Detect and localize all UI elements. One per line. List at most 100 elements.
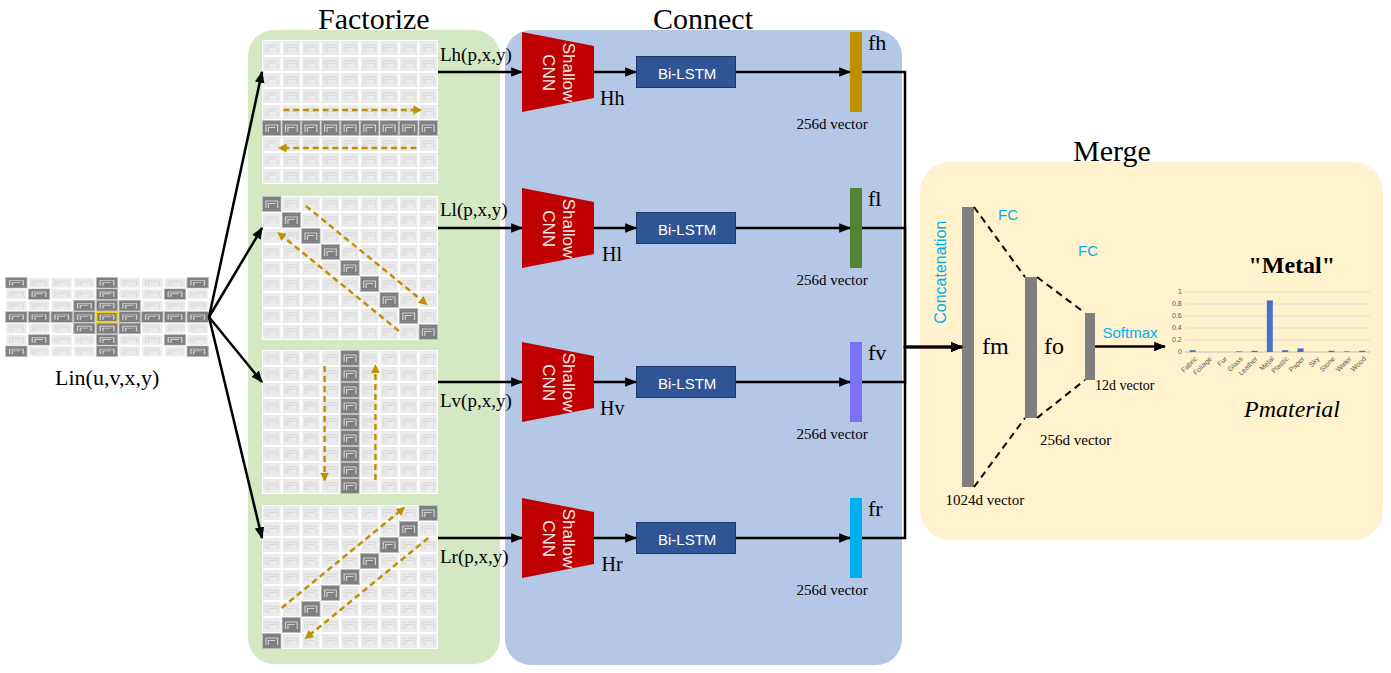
axis-tick: 1 [1178, 288, 1182, 296]
flow-arrow [736, 72, 850, 73]
axis-tick: 0.4 [1172, 324, 1182, 332]
merge-line [862, 347, 962, 538]
flow-arrow [594, 72, 636, 73]
vector-name: fv [868, 340, 886, 365]
vector-size: 1024d vector [946, 492, 1025, 509]
axis-category: Stone [1319, 355, 1338, 374]
lstm-box: Bi-LSTM [636, 56, 736, 88]
diagonal-slice [262, 196, 438, 340]
cnn-label: Shallow CNN [538, 342, 577, 422]
vector-size: 256d vector [797, 116, 868, 133]
lstm-label: Bi-LSTM [658, 375, 716, 392]
lstm-label: Bi-LSTM [658, 531, 716, 548]
feature-vector: fo256d vector [1022, 272, 1142, 457]
flow-arrow [438, 228, 522, 229]
flow-arrow [1095, 346, 1165, 347]
flow-arrow [209, 72, 262, 317]
vector-size: 12d vector [1095, 378, 1154, 394]
edge-label: Hh [600, 87, 624, 110]
vector-name: fm [982, 333, 1009, 361]
vector-bar [850, 188, 862, 268]
input-light-field: Lin(u,v,x,y) [5, 277, 209, 357]
axis-category: Paper [1287, 355, 1306, 374]
connector-line [862, 72, 962, 347]
cnn-block: Shallow CNN [522, 32, 594, 112]
vector-name: fh [868, 30, 886, 55]
slice-label: Lr(p,x,y) [440, 546, 509, 568]
stage-panel: ConnectShallow CNNShallow CNNShallow CNN… [505, 30, 902, 665]
connector-line [438, 381, 522, 384]
feature-vector: fv 256d vector [780, 342, 900, 444]
feature-vector: fr 256d vector [780, 498, 900, 600]
slice-label: Lh(p,x,y) [440, 44, 512, 66]
lstm-box: Bi-LSTM [636, 366, 736, 398]
flow-arrow [438, 72, 522, 73]
connector-line [974, 418, 1025, 487]
vector-size: 256d vector [797, 272, 868, 289]
axis-tick: 0.6 [1172, 312, 1182, 320]
flow-arrow [438, 538, 522, 539]
vector-bar [850, 498, 862, 578]
panel-heading: Merge [1073, 134, 1151, 169]
vector-size: 256d vector [797, 426, 868, 443]
feature-vector: fh 256d vector [780, 32, 900, 134]
connector-line [209, 317, 262, 538]
edge-label: Softmax [1103, 324, 1158, 341]
merge-line [862, 347, 962, 382]
feature-vector: fl 256d vector [780, 188, 900, 290]
connector-line [862, 228, 962, 347]
output-name: Pmaterial [1244, 396, 1340, 424]
connector-line [594, 227, 636, 230]
fc-connection [974, 207, 1025, 487]
operation-label: Concatenation [932, 221, 950, 324]
flow-arrow [736, 538, 850, 539]
lstm-label: Bi-LSTM [658, 65, 716, 82]
light-field-grid [5, 277, 209, 357]
vertical-slice [262, 350, 438, 494]
panel-heading: Connect [653, 2, 753, 37]
lstm-box: Bi-LSTM [636, 522, 736, 554]
connector-line [594, 537, 636, 540]
vector-bar [1085, 313, 1095, 380]
vector-size: 256d vector [797, 582, 868, 599]
stage-panel: MergeConcatenationfm1024d vectorfo256d v… [920, 162, 1383, 540]
connector-line [736, 381, 850, 384]
connector-line [438, 227, 522, 230]
cnn-label: Shallow CNN [538, 498, 577, 578]
vector-bar [850, 32, 862, 112]
flow-arrow [594, 538, 636, 539]
axis-tick: 0.8 [1172, 300, 1182, 308]
connector-line [438, 537, 522, 540]
connector-line [1037, 277, 1085, 313]
flow-arrow [594, 382, 636, 383]
connector-line [438, 71, 522, 74]
connector-line [736, 537, 850, 540]
vector-name: fl [868, 186, 881, 211]
connector-line [594, 71, 636, 74]
flow-arrow [736, 382, 850, 383]
connector-line [862, 347, 962, 538]
connector-line [209, 72, 262, 317]
panel-heading: Factorize [318, 2, 430, 37]
merge-line [862, 72, 962, 347]
vector-name: fr [868, 496, 883, 521]
edge-label: Hv [600, 397, 624, 420]
vector-bar [962, 207, 974, 487]
connector-line [209, 228, 262, 317]
edge-label: Hr [602, 553, 623, 576]
antidiagonal-slice [262, 505, 438, 649]
connector-line [1037, 380, 1085, 418]
fc-connection [1037, 277, 1085, 418]
lstm-label: Bi-LSTM [658, 221, 716, 238]
factorized-slice: Lr(p,x,y) [262, 505, 438, 649]
connector-line [1095, 345, 1165, 348]
edge-label: FC [998, 206, 1018, 223]
connector-line [736, 71, 850, 74]
vector-bar [1025, 277, 1037, 418]
slice-label: Ll(p,x,y) [440, 199, 508, 221]
axis-tick: 0.2 [1172, 336, 1182, 344]
flow-arrow [209, 228, 262, 317]
vector-bar [850, 342, 862, 422]
field-label: Lin(u,v,x,y) [55, 365, 159, 390]
